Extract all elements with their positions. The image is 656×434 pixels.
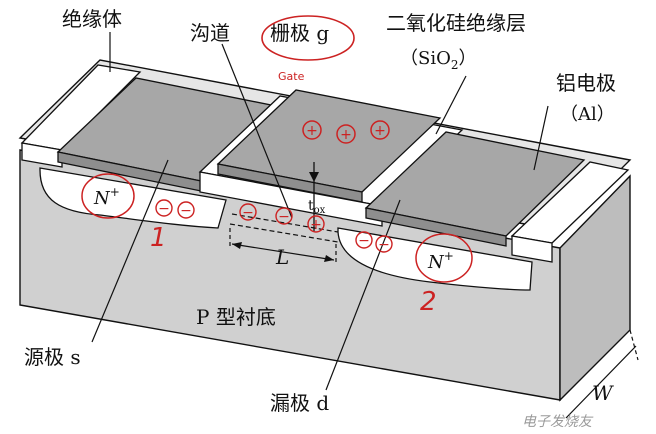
annot-charge-sign: −: [358, 233, 370, 249]
annot-drain-nplus-circle: [415, 233, 473, 283]
annot-charge-circle: [275, 207, 293, 225]
label-channel: 沟道: [190, 21, 230, 45]
annot-charge-sign: −: [180, 203, 192, 219]
right-insulator-front: [511, 235, 553, 263]
label-drain: 漏极 d: [270, 391, 329, 415]
length-arrow-left: [232, 242, 242, 249]
watermark-text: 电子发烧友: [522, 414, 594, 430]
drain-n-well: [337, 227, 533, 291]
label-tox: tox: [308, 198, 326, 216]
annot-charge-sign: −: [378, 237, 390, 253]
annot-charge-circle: [370, 120, 390, 140]
length-arrow-right: [324, 255, 334, 262]
annot-charge-circle: [177, 201, 195, 219]
leader-source: [91, 159, 169, 343]
label-width: W: [592, 381, 614, 405]
label-substrate: P 型衬底: [196, 305, 276, 329]
leader-channel: [221, 43, 293, 219]
label-drain-nplus: N+: [427, 249, 454, 273]
annot-charge-sign: +: [310, 217, 322, 233]
label-oxide-formula: （SiO2）: [400, 48, 477, 72]
leader-al: [533, 105, 549, 171]
annot-charge-circle: [375, 235, 393, 253]
annot-charge-sign: +: [306, 123, 318, 139]
leader-drain: [325, 199, 401, 391]
channel-dashed-bottom: [229, 223, 339, 243]
label-length: L: [275, 245, 289, 269]
label-gate: 栅极 g: [270, 21, 329, 45]
width-dim-line: [565, 345, 637, 419]
annot-charge-circle: [302, 120, 322, 140]
annot-charge-circle: [336, 124, 356, 144]
annot-charge-circle: [239, 203, 257, 221]
annot-charge-circle: [355, 231, 373, 249]
annot-gate-circle: [261, 15, 355, 61]
tox-arrow-head: [309, 172, 319, 182]
annot-charge-sign: −: [158, 201, 170, 217]
label-al-formula: （Al）: [560, 104, 615, 125]
left-insulator-front: [21, 142, 63, 168]
drain-electrode-front: [365, 207, 507, 247]
label-insulator: 绝缘体: [62, 7, 122, 31]
annot-num-drain: 2: [420, 287, 437, 317]
label-source-nplus: N+: [93, 185, 120, 209]
annot-charge-circle: [155, 199, 173, 217]
label-oxide-layer: 二氧化硅绝缘层: [386, 11, 526, 35]
channel-dashed-top: [231, 213, 339, 233]
leader-oxide: [435, 75, 467, 135]
width-dim-tick: [629, 329, 639, 361]
annot-gate-note: Gate: [278, 70, 305, 83]
annot-charge-sign: +: [340, 127, 352, 143]
length-dim-line: [231, 243, 335, 261]
annot-charge-sign: −: [278, 209, 290, 225]
annot-num-source: 1: [150, 223, 167, 253]
label-source: 源极 s: [24, 345, 81, 369]
annot-charge-sign: +: [374, 123, 386, 139]
label-al-electrode: 铝电极: [556, 71, 616, 95]
annot-charge-sign: −: [242, 205, 254, 221]
annot-source-nplus-circle: [81, 173, 135, 219]
annot-charge-circle: [307, 215, 325, 233]
